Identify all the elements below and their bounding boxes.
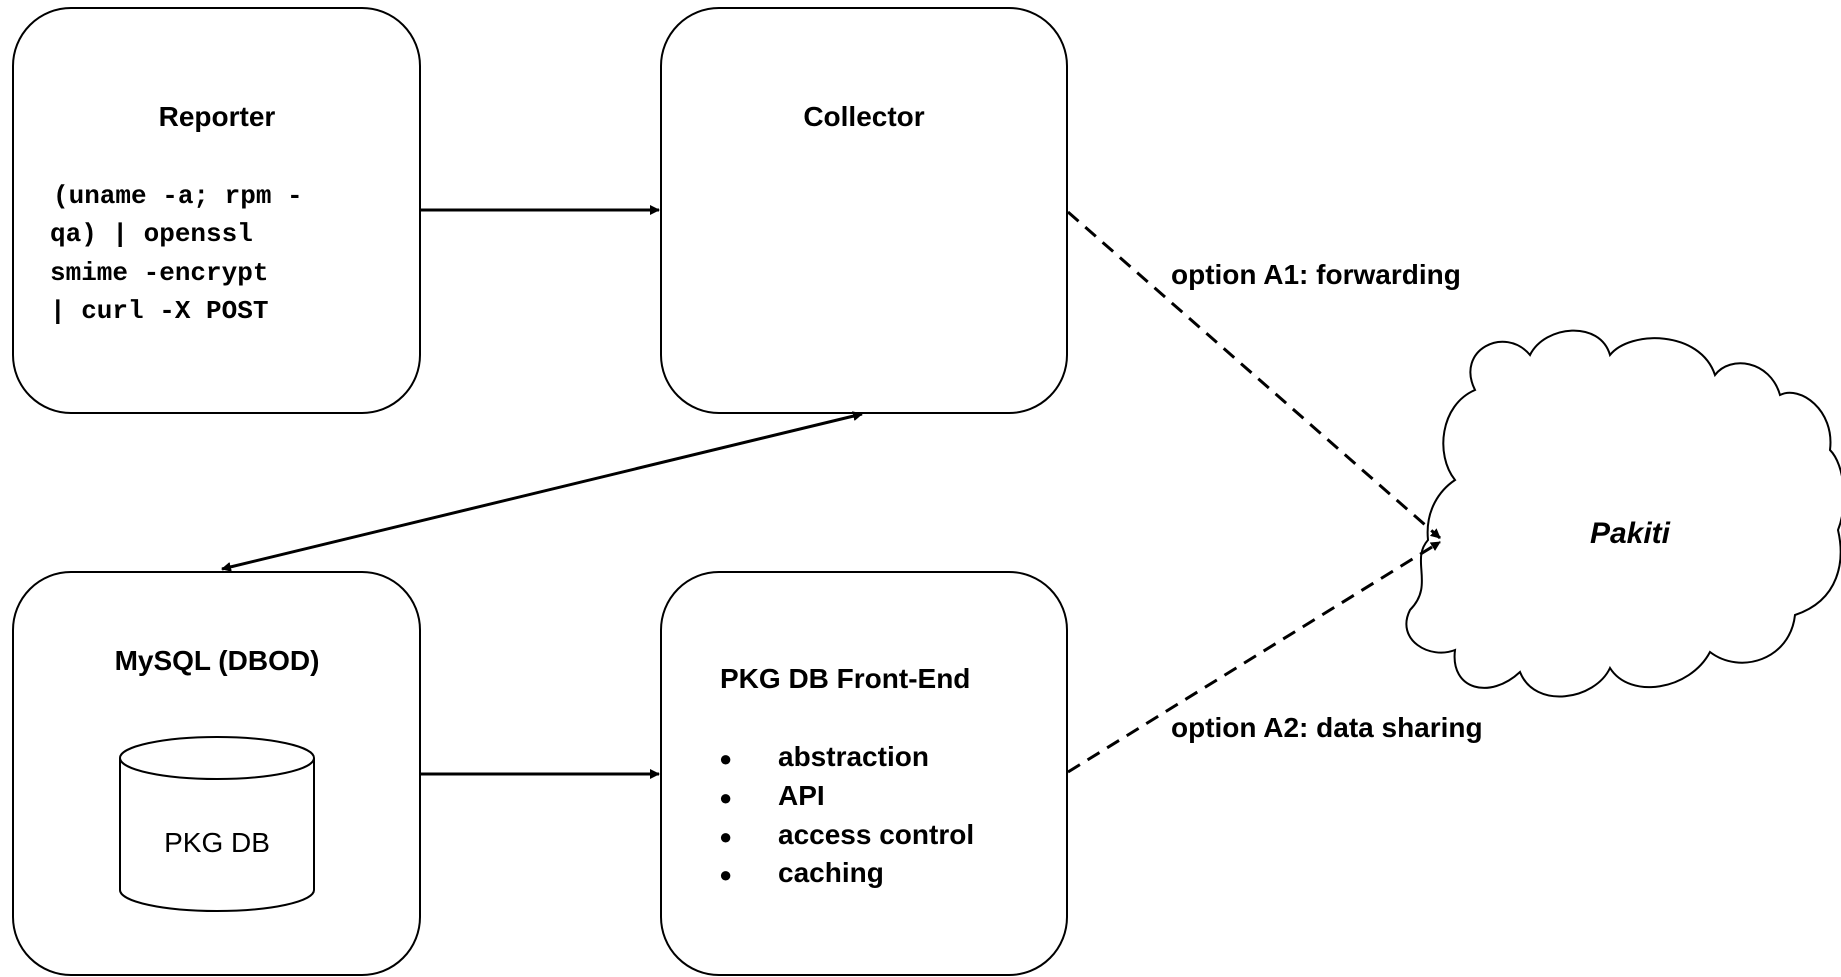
frontend-bullet-access-control: access control [778, 819, 974, 850]
collector-title: Collector [803, 101, 924, 132]
option-a2-dashed-arrow [1067, 540, 1441, 774]
option-a1-label: option A1: forwarding [1171, 259, 1461, 290]
frontend-bullet-api: API [778, 780, 825, 811]
collector-mysql-bidirectional-arrow [221, 411, 863, 572]
option-a1-dashed-arrow [1067, 210, 1441, 540]
collector-node[interactable]: Collector [660, 7, 1068, 414]
mysql-node[interactable]: MySQL (DBOD) PKG DB [12, 571, 421, 976]
pakiti-title: Pakiti [1590, 517, 1671, 550]
reporter-command-line-1: (uname -a; rpm - [53, 181, 303, 211]
bullet-icon: ● [719, 785, 732, 810]
frontend-title: PKG DB Front-End [720, 663, 970, 694]
pakiti-cloud-shape [1405, 329, 1841, 698]
mysql-title: MySQL (DBOD) [115, 645, 320, 676]
frontend-box [660, 571, 1068, 976]
collector-box [660, 7, 1068, 414]
frontend-bullet-caching: caching [778, 857, 884, 888]
bullet-icon: ● [719, 862, 732, 887]
option-a2-label: option A2: data sharing [1171, 712, 1483, 743]
reporter-title: Reporter [159, 101, 276, 132]
bullet-icon: ● [719, 824, 732, 849]
frontend-node[interactable]: PKG DB Front-End ● abstraction ● API ● a… [660, 571, 1068, 976]
reporter-command-line-2: qa) | openssl [50, 219, 253, 249]
reporter-node[interactable]: Reporter (uname -a; rpm - qa) | openssl … [12, 7, 421, 414]
reporter-command-line-4: | curl -X POST [50, 296, 268, 326]
database-label: PKG DB [164, 827, 270, 858]
frontend-bullet-abstraction: abstraction [778, 741, 929, 772]
bullet-icon: ● [719, 746, 732, 771]
reporter-command-line-3: smime -encrypt [50, 258, 268, 288]
database-cylinder-icon [119, 736, 315, 912]
pakiti-node[interactable]: Pakiti [1405, 329, 1841, 698]
